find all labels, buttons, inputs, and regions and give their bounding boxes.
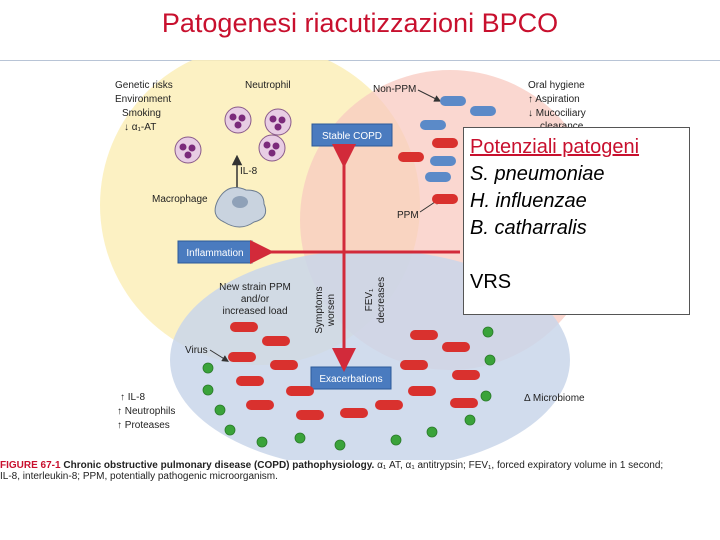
risk-label: Environment (115, 94, 171, 105)
svg-text:decreases: decreases (376, 277, 387, 323)
pathogen-item: B. catharralis (470, 217, 587, 239)
right-top-labels: Oral hygiene ↑ Aspiration ↓ Mucociliary … (528, 80, 586, 132)
upper-bacteria (398, 96, 496, 204)
pathogen-item: H. influenzae (470, 190, 587, 212)
right-label: ↓ Mucociliary (528, 108, 586, 119)
svg-text:Symptoms: Symptoms (314, 286, 325, 333)
left-risk-labels: Genetic risks Environment Smoking ↓ α₁-A… (115, 80, 173, 133)
caption-title: Chronic obstructive pulmonary disease (C… (63, 460, 375, 471)
new-strain-label: and/or (241, 294, 270, 305)
non-ppm-label: Non-PPM (373, 84, 416, 95)
title-divider (0, 60, 720, 61)
svg-text:worsen: worsen (326, 294, 337, 327)
macrophage-label: Macrophage (152, 194, 208, 205)
exacerbations-label: Exacerbations (319, 374, 382, 385)
microbiome-label: Δ Microbiome (524, 393, 585, 404)
risk-label: ↓ α₁-AT (124, 122, 156, 133)
neutrophil-label: Neutrophil (245, 80, 291, 91)
pathogens-callout: Potenziali patogeni S. pneumoniae H. inf… (463, 127, 690, 315)
stable-copd-label: Stable COPD (322, 131, 382, 142)
il8-label: IL-8 (240, 166, 258, 177)
svg-text:FEV₁: FEV₁ (364, 288, 375, 311)
new-strain-labels: New strain PPM and/or increased load (219, 282, 291, 317)
virus-label: Virus (185, 345, 208, 356)
right-label: ↑ Aspiration (528, 94, 580, 105)
risk-label: Smoking (122, 108, 161, 119)
risk-label: Genetic risks (115, 80, 173, 91)
right-label: clearance (540, 121, 584, 132)
pathogen-extra: VRS (470, 271, 512, 293)
page-title: Patogenesi riacutizzazioni BPCO (161, 8, 559, 38)
lower-bacteria (228, 322, 480, 420)
effect-label: ↑ IL-8 (120, 392, 145, 403)
virus-particles (202, 326, 496, 451)
inflammation-label: Inflammation (186, 248, 243, 259)
new-strain-label: New strain PPM (219, 282, 291, 293)
figure-number: FIGURE 67-1 (0, 460, 61, 471)
callout-heading: Potenziali patogeni (470, 136, 640, 158)
new-strain-label: increased load (222, 306, 287, 317)
figure-caption: FIGURE 67-1 Chronic obstructive pulmonar… (0, 460, 663, 482)
caption-rest: α₁ AT, α₁ antitrypsin; FEV₁, forced expi… (377, 460, 664, 471)
caption-line2: IL-8, interleukin-8; PPM, potentially pa… (0, 471, 278, 482)
effect-label: ↑ Neutrophils (117, 406, 175, 417)
bottom-left-labels: ↑ IL-8 ↑ Neutrophils ↑ Proteases (117, 392, 175, 431)
right-label: Oral hygiene (528, 80, 585, 91)
fev-label: FEV₁ decreases (364, 277, 387, 323)
effect-label: ↑ Proteases (117, 420, 170, 431)
pathogen-item: S. pneumoniae (470, 163, 605, 185)
ppm-label: PPM (397, 210, 419, 221)
neutrophil-cells (174, 106, 292, 164)
symptoms-label: Symptoms worsen (314, 286, 337, 333)
callout-spacer (470, 242, 689, 269)
